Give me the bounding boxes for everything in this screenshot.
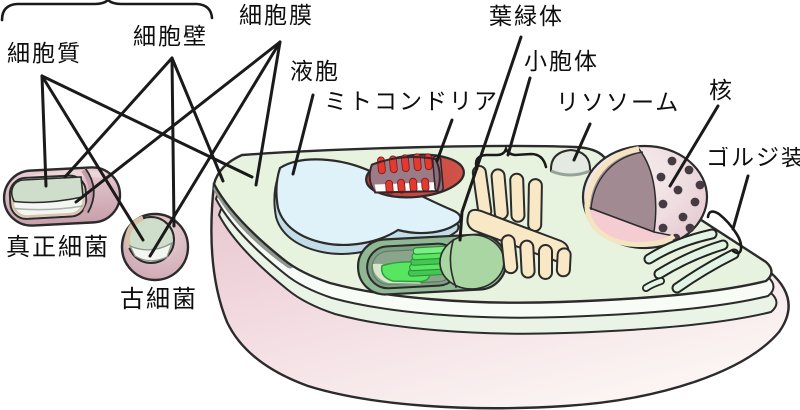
label-er: 小胞体: [524, 49, 599, 75]
nuclear-envelope-rim: [584, 146, 640, 208]
cristae: [377, 153, 433, 195]
label-mitochondrion: ミトコンドリア: [324, 89, 499, 115]
label-chloroplast: 葉緑体: [489, 4, 564, 30]
leader-cellwall-archaeon: [170, 56, 176, 228]
er-shape: [466, 165, 572, 280]
leader-vacuole: [291, 93, 315, 176]
label-eubacteria: 真正細菌: [6, 233, 110, 261]
label-cell-membrane: 細胞膜: [239, 3, 314, 29]
lysosome-shape: [549, 148, 592, 177]
label-golgi: ゴルジ装: [706, 147, 800, 170]
label-archaea: 古細菌: [120, 285, 198, 313]
leader-mitochondrion: [435, 118, 454, 163]
chloroplast-shape: [356, 233, 508, 296]
leader-lines: [40, 35, 750, 258]
label-lysosome: リソソーム: [556, 90, 681, 116]
leader-chloroplast: [458, 35, 523, 242]
leader-membrane-archaeon: [148, 40, 282, 258]
leader-cellwall-plant-cell: [170, 56, 225, 183]
leader-golgi: [731, 174, 750, 231]
mitochondrion-shape: [365, 153, 465, 199]
eubacterium-shape: [2, 166, 122, 227]
leader-membrane-eubacterium: [74, 40, 282, 204]
label-cell-wall: 細胞壁: [133, 24, 208, 50]
group-brace: [0, 0, 214, 22]
nuclear-envelope-floor-rim: [584, 206, 676, 247]
leader-er: [506, 76, 532, 157]
golgi-bracket: [706, 210, 743, 255]
leader-lysosome: [572, 122, 592, 162]
label-cytoplasm: 細胞質: [7, 41, 82, 67]
leader-cytoplasm-archaeon: [40, 74, 145, 242]
nuclear-pores: [656, 156, 705, 243]
leader-cellwall-eubacterium: [63, 56, 174, 179]
leader-cytoplasm-plant-cell: [40, 74, 254, 179]
nucleus-shape: [581, 144, 709, 250]
leader-membrane-plant-cell: [254, 40, 282, 187]
leader-cytoplasm-eubacterium: [40, 74, 48, 188]
label-nucleus: 核: [709, 78, 734, 104]
leader-nucleus: [668, 104, 720, 188]
label-vacuole: 液胞: [290, 59, 340, 85]
golgi-stack: [642, 228, 740, 294]
eubacterium-cytoplasm: [10, 176, 84, 204]
